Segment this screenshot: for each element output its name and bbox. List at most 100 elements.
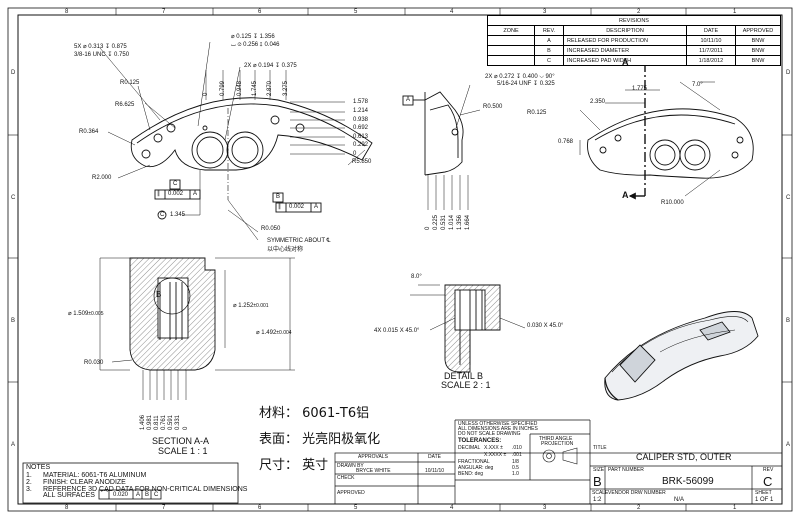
section-view — [99, 257, 295, 400]
rev-date: 11/7/2011 — [686, 45, 736, 56]
zone-label: 5 — [354, 9, 358, 15]
zone-label: 6 — [258, 505, 262, 511]
table-row: A RELEASED FOR PRODUCTION 10/11/10 BNW — [487, 35, 781, 46]
material-note-cn: 材料： 6061-T6铝 — [259, 406, 370, 421]
radius-dim: R5.850 — [352, 159, 372, 165]
ordinate-dim: 0.225 — [433, 214, 439, 230]
section-arrow-a: A — [622, 190, 629, 200]
hole-callout: 2X ⌀ 0.194 ↧ 0.375 — [244, 63, 297, 69]
projection-label: PROJECTION — [541, 441, 574, 447]
scale-label: SCALE — [592, 490, 609, 496]
fcf-value: 0.002 — [168, 191, 184, 197]
radius-dim: R0.500 — [483, 104, 503, 110]
note-number: 2. — [26, 479, 32, 486]
linear-dim: 0.768 — [558, 139, 574, 145]
radius-dim: R0.030 — [84, 360, 104, 366]
rev-letter: C — [534, 55, 564, 66]
tolerances-label: TOLERANCES: — [458, 438, 502, 444]
fcf-datum: A — [193, 191, 198, 197]
rev-header: DATE — [686, 25, 736, 36]
rev-letter: B — [534, 45, 564, 56]
zone-label: 6 — [258, 9, 262, 15]
datum-a-label: A — [406, 97, 411, 103]
radius-dim: R6.625 — [115, 102, 135, 108]
rev-header: DESCRIPTION — [563, 25, 687, 36]
section-title: SECTION A-A — [152, 436, 210, 446]
ordinate-dim: 0.531 — [441, 214, 447, 230]
vendor-value: N/A — [674, 497, 685, 503]
ordinate-dim: 0 — [183, 426, 189, 430]
radius-dim: R0.364 — [79, 129, 99, 135]
fcf-value: 0.020 — [113, 492, 129, 498]
rev-date: 1/18/2012 — [686, 55, 736, 66]
drawn-date: 10/11/10 — [425, 468, 445, 474]
ordinate-dim: 0 — [203, 92, 209, 96]
zone-label: C — [786, 195, 791, 201]
ordinate-dim: 0.811 — [154, 415, 160, 430]
sheet-value: 1 OF 1 — [755, 497, 774, 503]
tolerance: ±0.004 — [276, 330, 292, 336]
check-label: CHECK — [337, 475, 355, 481]
ordinate-dim: 1.214 — [353, 108, 369, 114]
zone-label: D — [786, 70, 791, 76]
rev-approved: BNW — [735, 35, 781, 46]
radius-dim: R0.125 — [120, 80, 140, 86]
ordinate-dim: 0.692 — [353, 125, 369, 131]
ordinate-dim: 1.356 — [457, 214, 463, 230]
rev-header: REV. — [534, 25, 564, 36]
table-row: C INCREASED PAD WIDTH 1/18/2012 BNW — [487, 55, 781, 66]
note-text: REFERENCE 3D CAD DATA FOR NON-CRITICAL D… — [43, 486, 248, 493]
tol-label: ANGULAR: deg — [458, 465, 494, 471]
zone-label: 2 — [637, 505, 641, 511]
date-header: DATE — [428, 454, 441, 460]
rev-zone — [487, 35, 535, 46]
ordinate-dim: 2.870 — [267, 80, 273, 96]
rev-description: RELEASED FOR PRODUCTION — [563, 35, 687, 46]
diameter-dim: ⌀ 1.509±0.005 — [68, 311, 104, 317]
zone-label: 7 — [162, 9, 166, 15]
sheet-label: SHEET — [755, 490, 772, 496]
zone-label: 8 — [65, 505, 69, 511]
zone-label: 3 — [543, 505, 547, 511]
note-number: 1. — [26, 472, 32, 479]
all-surfaces-label: ALL SURFACES — [43, 492, 95, 499]
ordinate-dim: 1.014 — [449, 214, 455, 230]
ordinate-dim: 0.799 — [220, 80, 226, 96]
right-view — [579, 58, 754, 200]
projection-label: THIRD ANGLE — [539, 436, 573, 442]
scale-value: 1:2 — [593, 497, 602, 503]
datum-c-label: C — [173, 181, 178, 187]
tol-label: X.XXXX ± — [484, 452, 507, 458]
radius-dim: R0.050 — [261, 226, 281, 232]
size-label: SIZE — [593, 467, 605, 473]
tol-value: 1/8 — [512, 459, 519, 465]
revisions-table: REVISIONS ZONE REV. DESCRIPTION DATE APP… — [487, 15, 781, 66]
hole-callout: 2X ⌀ 0.272 ↧ 0.400 ⌵ 90° — [485, 74, 555, 80]
linear-dim: 2.350 — [590, 99, 606, 105]
fcf-datum: A — [314, 204, 319, 210]
drawing-title: CALIPER STD, OUTER — [636, 452, 732, 462]
note-text: FINISH: CLEAR ANODIZE — [43, 479, 126, 486]
rev-approved: BNW — [735, 55, 781, 66]
tol-label: DECIMAL — [458, 445, 481, 451]
chamfer-dim: 0.030 X 45.0° — [527, 323, 564, 329]
fcf-symbol: ∥ — [278, 204, 281, 210]
note-number: 3. — [26, 486, 32, 493]
title-label: TITLE — [593, 445, 607, 451]
section-scale: SCALE 1 : 1 — [158, 446, 208, 456]
diameter-value: ⌀ 1.252 — [233, 303, 254, 309]
hole-callout: 5/16-24 UNF ↧ 0.325 — [497, 81, 555, 87]
unit-note-cn: 尺寸： 英寸 — [259, 458, 329, 473]
notes-title: NOTES — [26, 464, 51, 471]
drawn-by-label: DRAWN BY — [337, 463, 364, 469]
profile-symbol: ⌒ — [101, 491, 108, 498]
ordinate-dim: 0.613 — [353, 134, 369, 140]
radius-dim: R10.000 — [661, 200, 684, 206]
ordinate-dim: 0.331 — [175, 414, 181, 430]
chamfer-dim: 4X 0.015 X 45.0° — [374, 328, 420, 334]
approvals-header: APPROVALS — [358, 454, 388, 460]
hole-callout: ⌴ ⌀ 0.256 ↧ 0.046 — [231, 42, 280, 48]
rev-header: ZONE — [487, 25, 535, 36]
ordinate-dim: 0.292 — [353, 142, 369, 148]
